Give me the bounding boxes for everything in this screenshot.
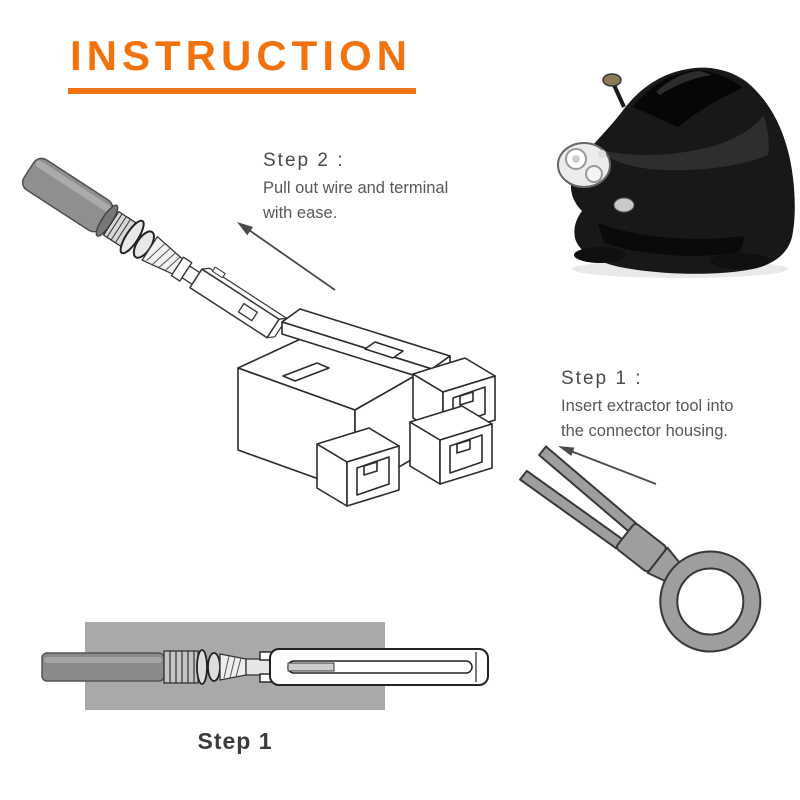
terminal-cross-section xyxy=(245,658,273,676)
step1-label: Step 1 : xyxy=(561,368,643,389)
car-image xyxy=(557,67,795,278)
connector-housing-illustration xyxy=(237,308,496,507)
terminal-pin-in-slot xyxy=(287,662,335,672)
tool-ring-handle xyxy=(659,550,762,653)
side-mirror xyxy=(602,73,622,87)
step1-arrow xyxy=(558,446,657,485)
extractor-tool-illustration xyxy=(519,445,762,653)
step2-label: Step 2 : xyxy=(263,150,345,171)
terminal-latch-slot xyxy=(237,302,258,322)
step1-line2: the connector housing. xyxy=(561,422,728,440)
step1-line1: Insert extractor tool into xyxy=(561,397,734,415)
latch-plate-slot xyxy=(364,341,404,359)
step1-text-block: Step 1 : Insert extractor tool into the … xyxy=(561,368,733,444)
step2-arrow xyxy=(237,222,336,291)
title-block: INSTRUCTION xyxy=(68,33,416,95)
wire-terminal-illustration xyxy=(21,157,288,339)
bottom-step-caption: Step 1 xyxy=(197,728,273,754)
step2-line2: with ease. xyxy=(263,204,338,222)
page-title: INSTRUCTION xyxy=(68,33,416,95)
step2-text-block: Step 2 : Pull out wire and terminal with… xyxy=(263,150,448,226)
cross-section-illustration xyxy=(41,622,489,710)
socket-bottom-left xyxy=(316,427,400,507)
step2-line1: Pull out wire and terminal xyxy=(263,179,449,197)
socket-bottom-right xyxy=(409,405,493,485)
crimp-cross-section xyxy=(163,650,199,684)
terminal-pin-body xyxy=(189,268,280,339)
